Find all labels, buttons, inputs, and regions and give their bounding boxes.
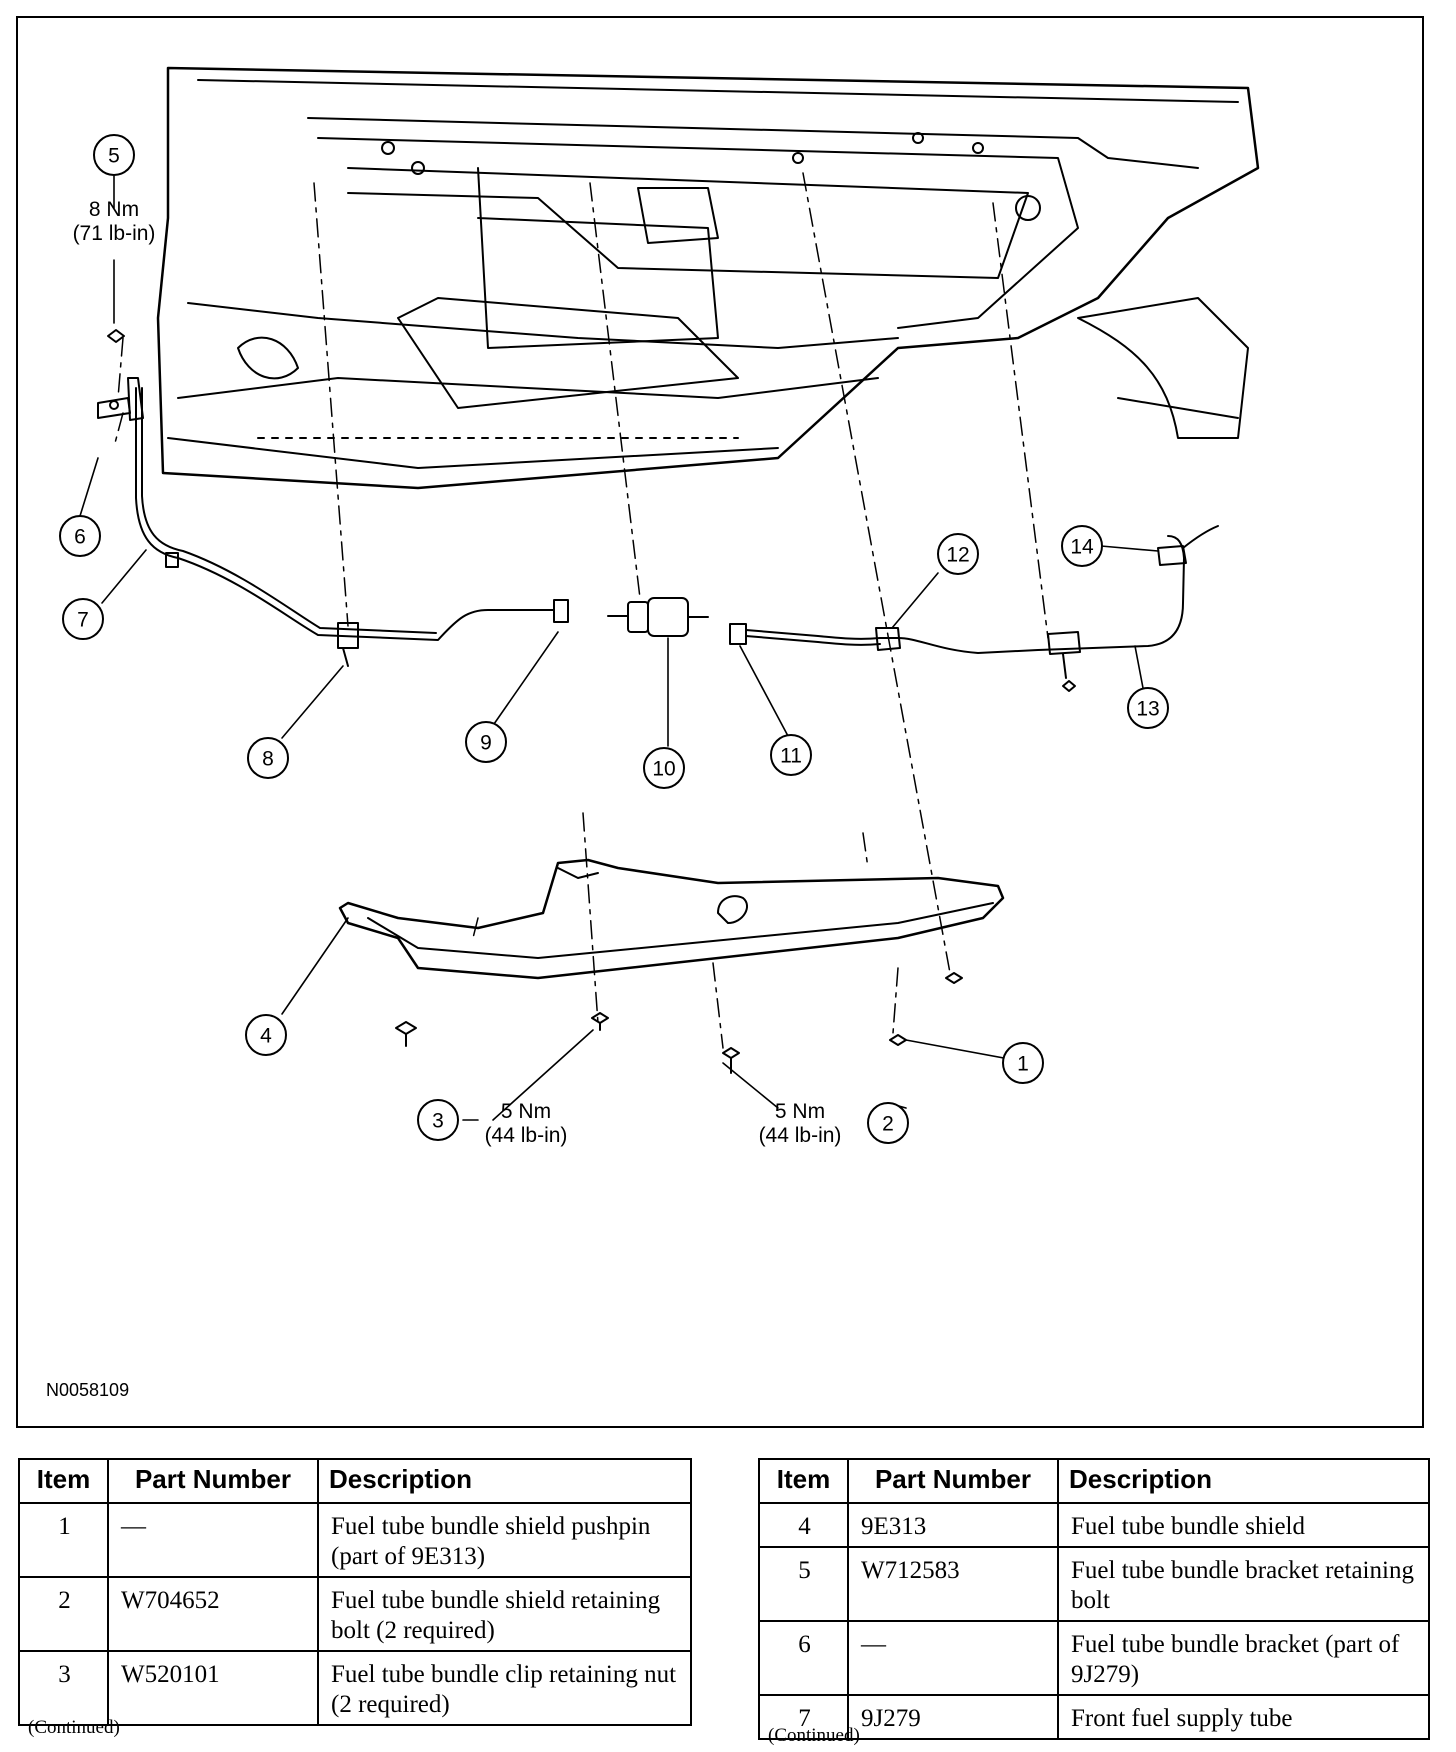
vehicle-underbody [156,66,1260,490]
part-number-cell: 9J279 [847,1694,1059,1740]
description-cell: Fuel tube bundle clip retaining nut (2 r… [317,1650,692,1726]
callout-12-circle [937,533,979,575]
callout-10: 10 [652,758,675,781]
fasteners [395,972,963,1074]
callout-8-circle [247,737,289,779]
alignment-lines [114,172,1049,1049]
callout-13: 13 [1136,698,1159,721]
fuel-filter [607,597,709,637]
torque-5-nm: 8 Nm [89,198,139,221]
torque-3-nm: 5 Nm [501,1100,551,1123]
column-header-part-number: Part Number [107,1458,319,1504]
callout-12: 12 [946,544,969,567]
table-row: 4 9E313 Fuel tube bundle shield [758,1502,1430,1548]
callout-1-circle [1002,1042,1044,1084]
table-row: 3 W520101 Fuel tube bundle clip retainin… [18,1650,692,1726]
item-cell: 6 [758,1620,849,1696]
torque-2-nm: 5 Nm [775,1100,825,1123]
callout-3-circle [417,1099,459,1141]
callout-11-circle [770,734,812,776]
part-number-cell: W704652 [107,1576,319,1652]
callout-11: 11 [780,745,802,768]
item-cell: 7 [758,1694,849,1740]
description-cell: Fuel tube bundle bracket (part of 9J279) [1057,1620,1430,1696]
exploded-view-figure: 5 6 7 8 9 10 11 12 14 13 4 1 3 2 8 Nm (7… [16,16,1424,1428]
part-number-cell: W520101 [107,1650,319,1726]
description-cell: Fuel tube bundle shield [1057,1502,1430,1548]
continued-note-right: (Continued) [768,1725,860,1746]
callout-5: 5 [108,145,120,168]
column-header-item: Item [18,1458,109,1504]
callout-circles [59,134,1169,1144]
rear-fuel-tube [729,525,1219,692]
callout-10-circle [643,747,685,789]
callout-14: 14 [1070,536,1094,559]
column-header-item: Item [758,1458,849,1504]
description-cell: Fuel tube bundle shield retaining bolt (… [317,1576,692,1652]
column-header-description: Description [317,1458,692,1504]
description-cell: Fuel tube bundle shield pushpin (part of… [317,1502,692,1578]
description-cell: Fuel tube bundle bracket retaining bolt [1057,1546,1430,1622]
table-row: 1 — Fuel tube bundle shield pushpin (par… [18,1502,692,1578]
callout-6: 6 [74,526,86,549]
table-row: 6 — Fuel tube bundle bracket (part of 9J… [758,1620,1430,1696]
table-row: 2 W704652 Fuel tube bundle shield retain… [18,1576,692,1652]
torque-5-lbin: (71 lb-in) [73,222,156,245]
table-header-row: Item Part Number Description [18,1458,692,1504]
item-cell: 3 [18,1650,109,1726]
torque-3-lbin: (44 lb-in) [485,1124,568,1147]
column-header-description: Description [1057,1458,1430,1504]
leader-lines [79,175,1159,1121]
callout-3: 3 [432,1110,444,1133]
table-row: 7 9J279 Front fuel supply tube [758,1694,1430,1740]
callout-8: 8 [262,748,274,771]
figure-reference-code: N0058109 [46,1380,129,1400]
description-cell: Front fuel supply tube [1057,1694,1430,1740]
parts-table-right: Item Part Number Description 4 9E313 Fue… [758,1458,1430,1740]
table-header-row: Item Part Number Description [758,1458,1430,1504]
parts-table-left: Item Part Number Description 1 — Fuel tu… [18,1458,692,1726]
part-number-cell: — [847,1620,1059,1696]
callout-4-circle [245,1014,287,1056]
item-cell: 2 [18,1576,109,1652]
part-number-cell: 9E313 [847,1502,1059,1548]
item-cell: 4 [758,1502,849,1548]
callout-4: 4 [260,1025,272,1048]
callout-14-circle [1061,525,1103,567]
fuel-tube-bundle-shield [338,858,1005,980]
callout-6-circle [59,515,101,557]
callout-2: 2 [882,1113,894,1136]
callout-13-circle [1127,687,1169,729]
part-number-cell: W712583 [847,1546,1059,1622]
callout-7-circle [62,598,104,640]
item-cell: 1 [18,1502,109,1578]
callout-7: 7 [77,609,89,632]
table-row: 5 W712583 Fuel tube bundle bracket retai… [758,1546,1430,1622]
continued-note-left: (Continued) [28,1717,120,1738]
column-header-part-number: Part Number [847,1458,1059,1504]
callout-9-circle [465,721,507,763]
callout-5-circle [93,134,135,176]
callout-1: 1 [1017,1053,1029,1076]
callout-2-circle [867,1102,909,1144]
fuel-tube-diagram: 5 6 7 8 9 10 11 12 14 13 4 1 3 2 8 Nm (7… [46,66,1260,1400]
item-cell: 5 [758,1546,849,1622]
part-number-cell: — [107,1502,319,1578]
callout-9: 9 [480,732,492,755]
torque-2-lbin: (44 lb-in) [759,1124,842,1147]
front-fuel-supply-tube [97,329,569,667]
